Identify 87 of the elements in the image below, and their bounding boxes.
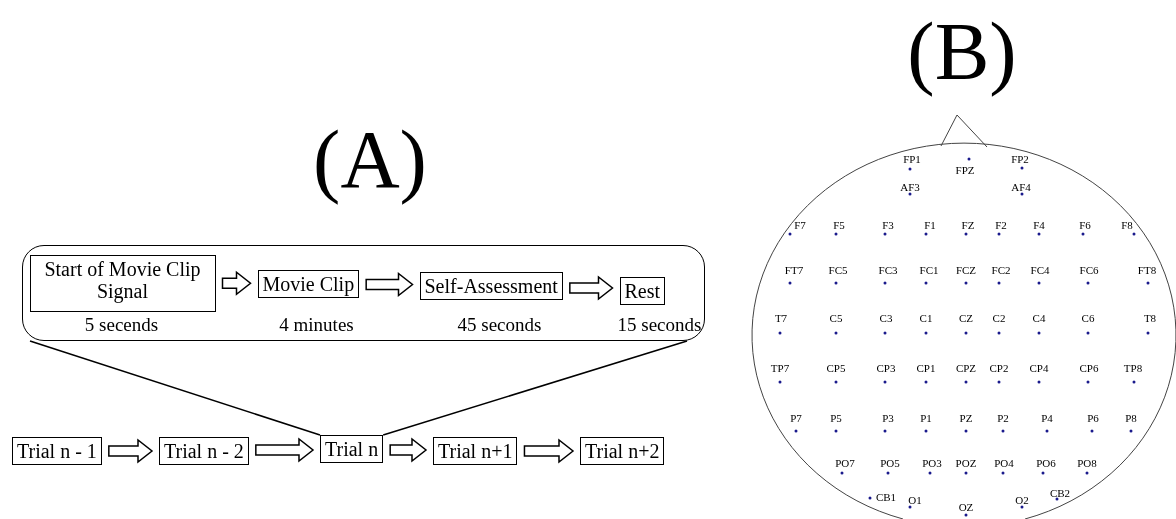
electrode-label: AF3	[900, 181, 920, 193]
electrode-label: P4	[1041, 412, 1053, 424]
electrode-label: C4	[1032, 312, 1046, 324]
panel-label: (B)	[907, 9, 1017, 95]
electrode-label: PO5	[880, 457, 900, 469]
electrode-label: PO3	[922, 457, 942, 469]
electrode-label: F4	[1033, 219, 1045, 231]
process-box: Trial n+1	[433, 437, 518, 465]
electrode-label: O1	[908, 494, 922, 506]
electrode-label: FC1	[919, 264, 939, 276]
electrode-label: POZ	[955, 457, 977, 469]
electrode-label: C5	[829, 312, 843, 324]
electrode-label: FP2	[1011, 153, 1029, 165]
electrode-label: CPZ	[955, 362, 977, 374]
electrode-label: T8	[1143, 312, 1157, 324]
electrode-label: CP4	[1029, 362, 1049, 374]
electrode-label: T7	[774, 312, 788, 324]
duration-label: 15 seconds	[617, 313, 702, 336]
electrode-label: FT7	[784, 264, 804, 276]
electrode-label: PZ	[959, 412, 973, 424]
electrode-label: CP5	[826, 362, 846, 374]
electrode-label: C6	[1081, 312, 1095, 324]
process-box: Trial n	[320, 435, 384, 463]
panel-label: (A)	[313, 117, 427, 203]
electrode-label: FCZ	[955, 264, 977, 276]
electrode-label: FC3	[878, 264, 898, 276]
electrode-label: PO4	[994, 457, 1014, 469]
process-box: Movie Clip	[257, 269, 360, 298]
block-arrow	[255, 437, 315, 463]
duration-label: 5 secends	[84, 313, 159, 336]
electrode-label: TP7	[770, 362, 790, 374]
electrode-label: CP2	[989, 362, 1009, 374]
electrode-label: F5	[833, 219, 845, 231]
electrode-label: P3	[882, 412, 894, 424]
block-arrow	[523, 438, 575, 464]
process-box: Trial n - 1	[12, 437, 102, 465]
electrode-label: C3	[879, 312, 893, 324]
electrode-label: F1	[924, 219, 936, 231]
electrode-label: F8	[1121, 219, 1133, 231]
electrode-label: P6	[1087, 412, 1099, 424]
electrode-label: CP1	[916, 362, 936, 374]
process-box: Self-Assessment	[419, 271, 563, 300]
zoom-line	[382, 340, 688, 436]
electrode-label: FP1	[903, 153, 921, 165]
process-box: Trial n - 2	[159, 437, 249, 465]
process-box: Trial n+2	[580, 437, 665, 465]
electrode-label: C2	[992, 312, 1006, 324]
electrode-label: O2	[1015, 494, 1029, 506]
block-arrow	[389, 437, 428, 463]
electrode-label: F3	[882, 219, 894, 231]
block-arrow	[108, 438, 154, 464]
electrode-label: FC4	[1030, 264, 1050, 276]
electrode-label: PO6	[1036, 457, 1056, 469]
electrode-label: P7	[790, 412, 802, 424]
block-arrow	[221, 270, 252, 296]
electrode-label: FC6	[1079, 264, 1099, 276]
electrode-label: CZ	[958, 312, 974, 324]
electrode-label: FC2	[991, 264, 1011, 276]
electrode-label: OZ	[958, 501, 974, 513]
electrode-label: F6	[1079, 219, 1091, 231]
electrode-label: F7	[794, 219, 806, 231]
electrode-label: CB1	[875, 491, 897, 503]
electrode-label: FPZ	[955, 164, 975, 176]
electrode-label: P1	[920, 412, 932, 424]
electrode-label: AF4	[1011, 181, 1031, 193]
electrode-label: FT8	[1137, 264, 1157, 276]
electrode-label: FC5	[828, 264, 848, 276]
trial-panel	[22, 245, 705, 341]
block-arrow	[365, 271, 414, 298]
electrode-label: F2	[995, 219, 1007, 231]
electrode-label: CP3	[876, 362, 896, 374]
electrode-label: CB2	[1049, 487, 1071, 499]
electrode-label: P8	[1125, 412, 1137, 424]
electrode-label: P5	[830, 412, 842, 424]
electrode-label: C1	[919, 312, 933, 324]
electrode-label: FZ	[961, 219, 975, 231]
electrode-label: CP6	[1079, 362, 1099, 374]
electrode-label: PO7	[835, 457, 855, 469]
electrode-label: PO8	[1077, 457, 1097, 469]
duration-label: 4 minutes	[279, 313, 354, 336]
process-box: Rest	[619, 276, 666, 305]
block-arrow	[569, 275, 614, 301]
duration-label: 45 seconds	[457, 313, 542, 336]
zoom-line	[29, 340, 321, 436]
electrode-label: TP8	[1123, 362, 1143, 374]
electrode-label: P2	[997, 412, 1009, 424]
process-box: Start of Movie Clip Signal	[29, 254, 216, 312]
